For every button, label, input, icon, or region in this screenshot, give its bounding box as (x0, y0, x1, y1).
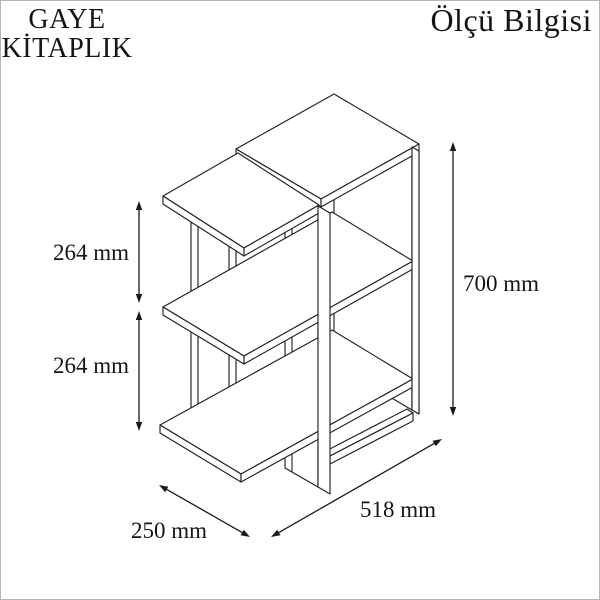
brand-title: GAYE KİTAPLIK (1, 5, 133, 63)
brand-line-2: KİTAPLIK (1, 33, 133, 64)
gap-lower-dimension-arrow (135, 311, 143, 431)
height-dimension-label: 700 mm (463, 271, 539, 296)
width-dimension-arrow (271, 439, 442, 537)
gap-upper-dimension-label: 264 mm (53, 240, 129, 265)
page-title: Ölçü Bilgisi (430, 2, 592, 38)
top-panel (235, 93, 420, 208)
width-dimension-label: 518 mm (360, 497, 436, 522)
gap-upper-dimension-arrow (135, 201, 143, 303)
brand-line-1: GAYE (28, 4, 106, 35)
middle-panel-front-stile (317, 205, 331, 495)
depth-dimension-label: 250 mm (131, 518, 207, 543)
gap-lower-dimension-label: 264 mm (53, 353, 129, 378)
height-dimension-arrow (449, 142, 457, 416)
depth-dimension-arrow (159, 485, 250, 537)
right-panel-front-edge (411, 146, 420, 415)
